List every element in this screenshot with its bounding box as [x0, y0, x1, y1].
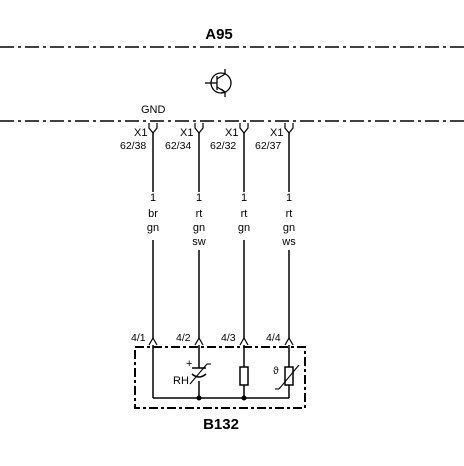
humidity-sensor-label: RH	[173, 375, 189, 387]
pin-number: 4/3	[221, 332, 236, 344]
top-pin-4: X1 62/37	[255, 123, 294, 152]
pin-number: 4/1	[131, 332, 146, 344]
wire-color-tertiary: ws	[281, 236, 296, 248]
pin-arrow-icon	[284, 336, 294, 346]
svg-text:ϑ: ϑ	[273, 365, 279, 377]
wire-number: 1	[241, 192, 247, 204]
internal-wiring	[152, 345, 290, 399]
pin-number: 62/32	[210, 140, 236, 152]
wire-color-secondary: gn	[193, 222, 205, 234]
transistor-icon	[205, 69, 232, 97]
pin-socket-icon	[194, 123, 204, 134]
pin-socket-icon	[239, 123, 249, 134]
top-pin-3: X1 62/32	[210, 123, 249, 152]
module-b132-boundary	[134, 346, 306, 409]
pin-socket-icon	[148, 123, 158, 134]
wire-1: 1 br gn	[144, 133, 162, 338]
pin-number: 62/34	[165, 140, 191, 152]
wire-number: 1	[150, 192, 156, 204]
resistor-icon	[239, 366, 249, 386]
top-pin-2: X1 62/34	[165, 123, 204, 152]
wire-color-secondary: gn	[147, 222, 159, 234]
wire-color-secondary: gn	[283, 222, 295, 234]
ground-label: GND	[141, 104, 166, 116]
top-pin-1: X1 62/38	[120, 123, 158, 152]
bottom-pin-4: 4/4	[266, 332, 294, 346]
capacitor-polarity: +	[186, 358, 192, 370]
wire-3: 1 rt gn	[235, 133, 253, 338]
capacitor-icon	[189, 363, 211, 385]
bottom-pin-1: 4/1	[131, 332, 158, 346]
wire-color-primary: rt	[241, 208, 248, 220]
wire-2: 1 rt gn sw	[190, 133, 208, 338]
junction-dots	[196, 395, 247, 401]
pin-arrow-icon	[194, 336, 204, 346]
thermistor-icon: ϑ	[273, 364, 300, 390]
wire-number: 1	[196, 192, 202, 204]
pin-arrow-icon	[239, 336, 249, 346]
pin-number: 62/38	[120, 140, 146, 152]
bottom-pin-2: 4/2	[176, 332, 204, 346]
pin-number: 4/2	[176, 332, 191, 344]
pin-number: 4/4	[266, 332, 281, 344]
wire-color-primary: br	[148, 208, 158, 220]
wire-color-tertiary: sw	[192, 236, 206, 248]
connector-label: X1	[180, 127, 193, 139]
pin-arrow-icon	[148, 336, 158, 346]
module-b132-label: B132	[203, 416, 239, 433]
pin-socket-icon	[284, 123, 294, 134]
wire-color-primary: rt	[286, 208, 293, 220]
wire-4: 1 rt gn ws	[280, 133, 298, 338]
connector-label: X1	[225, 127, 238, 139]
module-a95-label: A95	[205, 26, 233, 43]
wire-number: 1	[286, 192, 292, 204]
connector-label: X1	[270, 127, 283, 139]
bottom-pin-3: 4/3	[221, 332, 249, 346]
pin-number: 62/37	[255, 140, 281, 152]
wire-color-primary: rt	[196, 208, 203, 220]
wire-color-secondary: gn	[238, 222, 250, 234]
connector-label: X1	[134, 127, 147, 139]
